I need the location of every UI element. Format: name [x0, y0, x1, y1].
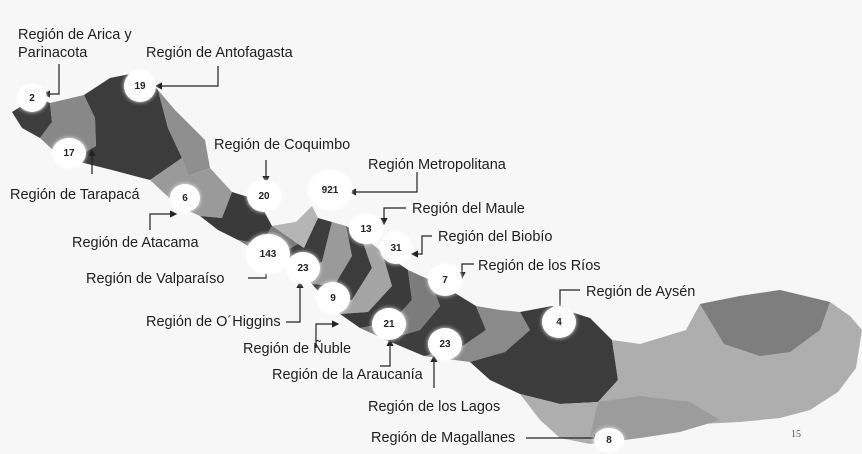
- leader-antofagasta: [154, 66, 219, 90]
- bubble-magallanes: 8: [594, 428, 624, 452]
- region-shape-antofagasta-east: [158, 90, 210, 176]
- bubble-ohiggins: 23: [286, 252, 320, 284]
- bubble-rios: 7: [428, 264, 462, 296]
- leader-araucania: [380, 338, 394, 367]
- leader-maule: [380, 207, 406, 226]
- bubble-lagos: 23: [428, 328, 462, 360]
- bubble-valparaiso: 143: [246, 234, 290, 274]
- label-biobio: Región del Biobío: [438, 229, 553, 245]
- bubble-biobio: 31: [380, 232, 412, 264]
- region-shape-antofagasta: [72, 72, 182, 180]
- leader-ohiggins: [286, 280, 304, 323]
- region-shape-aysen: [470, 306, 618, 404]
- label-aysen: Región de Aysén: [586, 284, 696, 300]
- label-arica-line1: Región de Arica y: [18, 27, 132, 43]
- region-shape-nuble: [312, 226, 372, 300]
- label-valparaiso: Región de Valparaíso: [86, 271, 225, 287]
- leader-atacama: [149, 210, 178, 230]
- page-number: 15: [791, 429, 801, 440]
- bubble-antofagasta: 19: [124, 70, 156, 102]
- label-ohiggins: Región de O´Higgins: [146, 314, 281, 330]
- label-araucania: Región de la Araucanía: [272, 367, 423, 383]
- label-tarapaca: Región de Tarapacá: [10, 187, 140, 203]
- region-shape-biobio: [326, 234, 392, 314]
- region-shape-metropolitana: [272, 206, 318, 248]
- bubble-atacama: 6: [170, 184, 200, 212]
- leader-nuble: [315, 320, 340, 348]
- label-rios: Región de los Ríos: [478, 258, 601, 274]
- bubble-coquimbo: 20: [247, 180, 281, 212]
- bubble-aysen: 4: [542, 306, 576, 338]
- region-shape-lagos-south: [424, 306, 530, 362]
- leader-arica: [42, 64, 60, 98]
- bubble-nuble: 9: [316, 282, 350, 314]
- label-metropolitana: Región Metropolitana: [368, 157, 506, 173]
- bubble-araucania: 21: [372, 308, 406, 340]
- label-arica-line2: Parinacota: [18, 45, 88, 61]
- label-nuble: Región de Ñuble: [243, 341, 352, 357]
- label-magallanes: Región de Magallanes: [371, 430, 516, 446]
- label-lagos: Región de los Lagos: [368, 399, 501, 415]
- label-antofagasta: Región de Antofagasta: [146, 45, 293, 61]
- region-shape-magallanes-east: [700, 290, 830, 356]
- bubble-tarapaca: 17: [52, 138, 86, 168]
- leader-aysen: [556, 289, 580, 314]
- label-arica: Región de Arica y Parinacota: [18, 26, 132, 62]
- bubble-arica: 2: [17, 84, 47, 112]
- leader-biobio: [410, 235, 432, 258]
- label-coquimbo: Región de Coquimbo: [214, 137, 351, 153]
- label-atacama: Región de Atacama: [72, 235, 199, 251]
- region-shape-rios: [360, 270, 440, 340]
- leader-metropolitana: [348, 172, 418, 196]
- bubble-maule: 13: [349, 214, 383, 244]
- region-shape-lagos: [386, 280, 486, 356]
- label-maule: Región del Maule: [412, 201, 525, 217]
- leader-rios: [458, 263, 474, 280]
- region-shape-islands: [590, 396, 720, 442]
- bubble-metropolitana: 921: [308, 170, 352, 210]
